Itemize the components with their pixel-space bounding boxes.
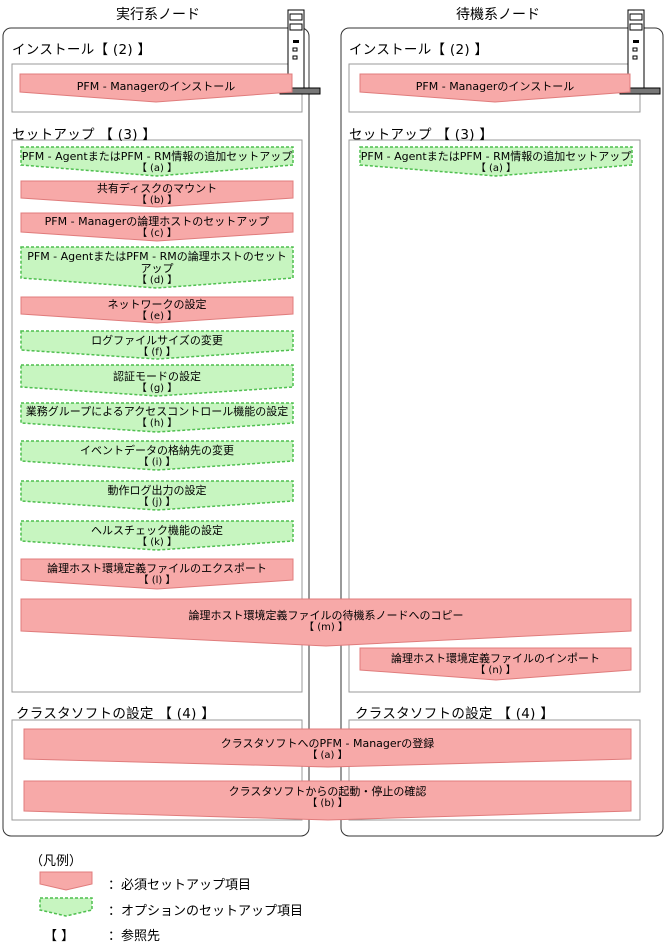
- step-ref: 【 (b) 】: [136, 195, 178, 206]
- step-ref: 【 (g) 】: [136, 383, 178, 394]
- step-a2: 共有ディスクのマウント 【 (b) 】: [21, 183, 293, 207]
- standby-setup-heading: セットアップ 【 (3) 】: [349, 127, 494, 143]
- active-setup-heading: セットアップ 【 (3) 】: [12, 127, 157, 143]
- step-a8: 業務グループによるアクセスコントロール機能の設定 【 (h) 】: [21, 406, 293, 430]
- step-a7: 認証モードの設定 【 (g) 】: [21, 371, 293, 395]
- step-label: PFM - Managerのインストール: [415, 80, 575, 93]
- arrow-a8: [20, 402, 294, 433]
- arrow-s1: [359, 146, 633, 177]
- step-ref: 【 (e) 】: [136, 311, 178, 322]
- arrow-a5: [20, 296, 294, 324]
- step-label: PFM - AgentまたはPFM - RMの論理ホストのセットアップ: [27, 250, 287, 275]
- step-c2: クラスタソフトからの起動・停止の確認 【 (b) 】: [24, 786, 631, 810]
- standby-node-title: 待機系ノード: [456, 7, 540, 23]
- step-ref: 【 (n) 】: [475, 665, 516, 676]
- arrow-c2: [23, 780, 632, 821]
- step-ref: 【 (l) 】: [138, 575, 176, 586]
- standby-cluster-heading: クラスタソフトの設定 【 (4) 】: [355, 706, 555, 722]
- step-ref: 【 (a) 】: [136, 163, 178, 174]
- step-a12: 論理ホスト環境定義ファイルのエクスポート 【 (l) 】: [21, 563, 293, 587]
- arrow-a3: [20, 212, 294, 242]
- legend-optional-text: ：オプションのセットアップ項目: [108, 904, 304, 919]
- arrow-m: [20, 598, 632, 647]
- step-ref: 【 (k) 】: [137, 537, 177, 548]
- step-n: 論理ホスト環境定義ファイルのインポート 【 (n) 】: [360, 653, 631, 677]
- step-label: PFM - AgentまたはPFM - RM情報の追加セットアップ: [21, 150, 293, 163]
- step-label: 認証モードの設定: [113, 370, 201, 383]
- legend-brackets: 【 】: [44, 929, 75, 944]
- arrow-a11: [20, 520, 294, 551]
- active-node-title: 実行系ノード: [116, 7, 200, 23]
- active-install-heading: インストール【 (2) 】: [12, 42, 152, 58]
- step-label: PFM - Managerの論理ホストのセットアップ: [44, 215, 270, 228]
- arrow-standby-install: [359, 73, 631, 103]
- arrow-a4: [20, 246, 294, 289]
- step-label: 論理ホスト環境定義ファイルのエクスポート: [47, 562, 267, 575]
- step-m: 論理ホスト環境定義ファイルの待機系ノードへのコピー 【 (m) 】: [21, 610, 631, 634]
- step-label: 業務グループによるアクセスコントロール機能の設定: [25, 405, 289, 418]
- step-ref: 【 (m) 】: [304, 622, 348, 633]
- active-cluster-heading: クラスタソフトの設定 【 (4) 】: [16, 706, 216, 722]
- step-a10: 動作ログ出力の設定 【 (j) 】: [21, 485, 293, 509]
- step-ref: 【 (a) 】: [475, 163, 517, 174]
- step-a5: ネットワークの設定 【 (e) 】: [21, 299, 293, 323]
- step-active-install: PFM - Managerのインストール: [20, 81, 292, 93]
- step-label: ヘルスチェック機能の設定: [91, 524, 223, 537]
- legend-optional-shape: [39, 897, 93, 917]
- step-label: 動作ログ出力の設定: [107, 484, 207, 497]
- legend-required-shape: [39, 871, 93, 891]
- step-ref: 【 (c) 】: [137, 228, 177, 239]
- step-a11: ヘルスチェック機能の設定 【 (k) 】: [21, 525, 293, 549]
- legend-required-text: ：必須セットアップ項目: [108, 878, 252, 893]
- step-label: 論理ホスト環境定義ファイルのインポート: [391, 652, 600, 665]
- standby-install-heading: インストール【 (2) 】: [349, 42, 489, 58]
- server-icon-standby: [619, 9, 661, 95]
- arrow-a2: [20, 180, 294, 208]
- step-a1: PFM - AgentまたはPFM - RM情報の追加セットアップ 【 (a) …: [21, 151, 293, 175]
- step-label: 論理ホスト環境定義ファイルの待機系ノードへのコピー: [188, 609, 464, 622]
- step-c1: クラスタソフトへのPFM - Managerの登録 【 (a) 】: [24, 738, 631, 762]
- step-label: ネットワークの設定: [107, 298, 207, 311]
- step-a4: PFM - AgentまたはPFM - RMの論理ホストのセットアップ 【 (d…: [26, 251, 288, 287]
- step-a3: PFM - Managerの論理ホストのセットアップ 【 (c) 】: [21, 216, 293, 240]
- step-label: ログファイルサイズの変更: [91, 334, 223, 347]
- step-s1: PFM - AgentまたはPFM - RM情報の追加セットアップ 【 (a) …: [360, 151, 632, 175]
- step-ref: 【 (b) 】: [307, 798, 348, 809]
- legend-reference-text: ：参照先: [108, 929, 161, 944]
- arrow-a7: [20, 364, 294, 397]
- arrow-a10: [20, 480, 294, 511]
- arrow-c1: [23, 728, 632, 768]
- step-label: クラスタソフトからの起動・停止の確認: [228, 785, 427, 798]
- step-a6: ログファイルサイズの変更 【 (f) 】: [21, 335, 293, 359]
- step-ref: 【 (a) 】: [307, 750, 348, 761]
- step-label: PFM - AgentまたはPFM - RM情報の追加セットアップ: [360, 150, 632, 163]
- legend-title: （凡例）: [30, 854, 83, 869]
- arrow-a1: [20, 146, 294, 177]
- step-ref: 【 (f) 】: [138, 347, 176, 358]
- step-ref: 【 (i) 】: [138, 457, 176, 468]
- step-label: PFM - Managerのインストール: [76, 80, 236, 93]
- arrow-a9: [20, 440, 294, 471]
- step-ref: 【 (j) 】: [138, 497, 176, 508]
- step-label: イベントデータの格納先の変更: [80, 444, 234, 457]
- step-a9: イベントデータの格納先の変更 【 (i) 】: [21, 445, 293, 469]
- step-label: 共有ディスクのマウント: [96, 182, 218, 195]
- server-icon-active: [279, 9, 321, 95]
- step-standby-install: PFM - Managerのインストール: [360, 81, 630, 93]
- step-ref: 【 (d) 】: [136, 275, 178, 286]
- step-ref: 【 (h) 】: [136, 418, 178, 429]
- arrow-a6: [20, 330, 294, 360]
- arrow-active-install: [19, 73, 293, 103]
- step-label: クラスタソフトへのPFM - Managerの登録: [220, 737, 435, 750]
- arrow-n: [359, 647, 632, 681]
- arrow-a12: [20, 558, 294, 590]
